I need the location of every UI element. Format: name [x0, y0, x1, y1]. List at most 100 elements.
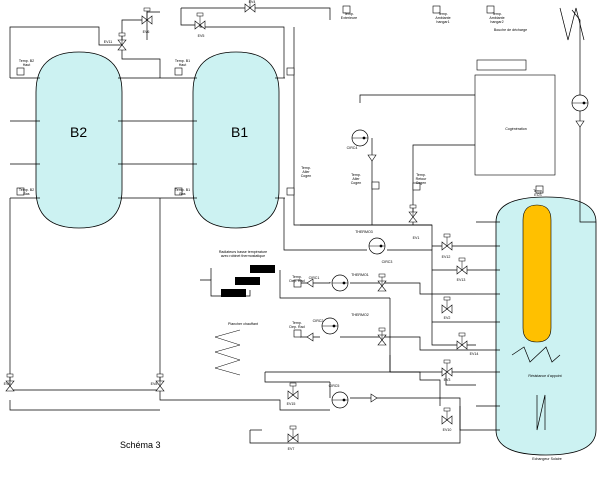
- sensor-box: [293, 329, 302, 338]
- valve-actuator: [289, 382, 297, 387]
- pump-dot: [379, 244, 383, 248]
- label-resistance: Résistance d'appoint: [528, 374, 562, 378]
- valve-actuator: [196, 12, 204, 17]
- label-ev6: EV6: [142, 30, 150, 34]
- pump-dot: [342, 281, 346, 285]
- valve-actuator: [443, 407, 451, 412]
- valve-actuator: [6, 373, 14, 378]
- tank-b2-label: B2: [70, 124, 88, 140]
- sensor-box: [16, 187, 25, 196]
- sensor-box: [412, 182, 421, 191]
- label-ev10: EV10: [442, 428, 452, 432]
- label-cogeneration: Cogénération: [505, 127, 527, 131]
- label-ev5: EV5: [197, 34, 205, 38]
- label-ev12: EV12: [441, 255, 451, 259]
- radiator-2: [235, 277, 260, 285]
- check-valve-icon: [306, 332, 314, 342]
- schema-title: Schéma 3: [120, 440, 161, 450]
- label-circ5: CIRC5: [328, 384, 340, 388]
- label-thermo3: THERMO3: [355, 230, 373, 234]
- label-ev1: EV1: [412, 236, 420, 240]
- radiator-1: [250, 265, 275, 273]
- label-circ4: CIRC4: [346, 146, 358, 150]
- floor-heating-coil: [214, 329, 241, 376]
- label-radiateurs: Radiateurs basse température avec robine…: [218, 250, 268, 259]
- label-ev15: EV15: [286, 402, 296, 406]
- check-valve-icon: [575, 120, 585, 128]
- label-temp-aller-cogen-2: Temp. Aller Cogen: [350, 173, 362, 186]
- valve-actuator: [458, 257, 466, 262]
- resistance-coil: [511, 346, 561, 363]
- label-ev4: EV4: [248, 0, 256, 4]
- label-circ1: CIRC1: [308, 276, 320, 280]
- label-temp-dep-rad-1: Temp. Dep. Rad: [289, 275, 305, 284]
- cogeneration-box: [474, 74, 556, 176]
- label-ev8: EV8: [150, 382, 158, 386]
- tank-b1-label: B1: [231, 124, 249, 140]
- valve-actuator: [378, 327, 386, 332]
- valve-actuator: [289, 425, 297, 430]
- label-temp-hangar1: Temp. Ambiante hangar1: [435, 12, 451, 25]
- label-ev14: EV14: [469, 352, 479, 356]
- label-temp-b2-bas: Temp. B2 Bas: [18, 188, 35, 197]
- label-circ3: CIRC3: [381, 260, 393, 264]
- label-temp-aller-cogen-1: Temp. Aller Cogen: [300, 166, 312, 179]
- pump-dot: [342, 398, 346, 402]
- sensor-box: [16, 67, 25, 76]
- label-bouche-decharge: Bouche de décharge: [493, 28, 528, 32]
- label-ev9: EV9: [3, 382, 11, 386]
- label-ev11: EV11: [103, 40, 113, 44]
- sensor-box: [293, 279, 302, 288]
- valve-actuator: [443, 296, 451, 301]
- valve-actuator: [118, 32, 126, 37]
- label-ev2: EV2: [443, 316, 451, 320]
- label-thermo2: THERMO2: [351, 313, 369, 317]
- label-temp-b1-haut: Temp. B1 Haut: [174, 59, 191, 68]
- label-thermo1: THERMO1: [351, 273, 369, 277]
- valve-actuator: [409, 204, 417, 209]
- sensor-box: [286, 67, 295, 76]
- label-temp-retour-cogen: Temp. Retour Cogen: [415, 173, 427, 186]
- sensor-box: [432, 5, 441, 14]
- label-temp-hangar2: Temp. Ambiante hangar2: [489, 12, 505, 25]
- sensor-box: [286, 187, 295, 196]
- tank-b2: [35, 51, 123, 229]
- valve-actuator: [156, 373, 164, 378]
- label-temp-ecs: Temp. ECS: [533, 189, 543, 198]
- sensor-box: [174, 67, 183, 76]
- echangeur-coil: [536, 394, 546, 431]
- sensor-box: [342, 5, 351, 14]
- sensor-box: [371, 181, 380, 190]
- valve-actuator: [378, 273, 386, 278]
- valve-actuator: [458, 332, 466, 337]
- ecs-core: [522, 204, 552, 343]
- tank-b1: [192, 51, 280, 229]
- valve-actuator: [443, 233, 451, 238]
- label-temp-exterieure: Temp. Exterieure: [340, 12, 358, 21]
- cogen-exhaust-box: [476, 59, 527, 71]
- label-ev7: EV7: [287, 447, 295, 451]
- label-echangeur: Echangeur Solaire: [532, 457, 562, 461]
- pump-dot: [582, 101, 586, 105]
- sensor-box: [486, 5, 495, 14]
- sensor-box: [174, 187, 183, 196]
- check-valve-icon: [306, 278, 314, 288]
- label-temp-dep-rad-2: Temp. Dep. Rad: [289, 321, 305, 330]
- valve-actuator: [143, 7, 151, 12]
- valve-actuator: [443, 359, 451, 364]
- pump-dot: [332, 324, 336, 328]
- label-plancher: Plancher chauffant: [228, 322, 258, 326]
- sensor-box: [535, 185, 544, 194]
- check-valve-icon: [367, 154, 377, 162]
- check-valve-icon: [370, 393, 378, 403]
- radiator-3: [221, 289, 246, 297]
- label-ev13: EV13: [456, 278, 466, 282]
- label-temp-b1-bas: Temp. B1 Bas: [174, 188, 191, 197]
- label-circ2: CIRC2: [312, 319, 324, 323]
- pump-dot: [362, 136, 366, 140]
- label-ev3: EV3: [443, 378, 451, 382]
- label-temp-b2-haut: Temp. B2 Haut: [18, 59, 35, 68]
- tank-stubs: [10, 77, 500, 431]
